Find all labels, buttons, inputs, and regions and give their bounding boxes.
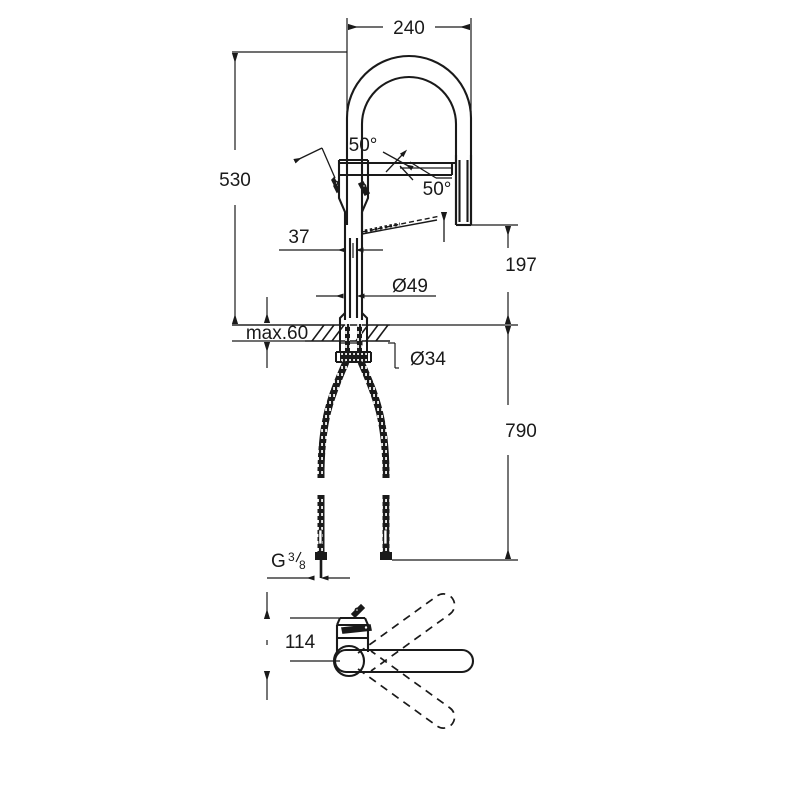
plan-view-spout-dashed-upper: [357, 593, 456, 672]
dimension-label-shank-diameter: Ø34: [410, 349, 446, 370]
dimension-label-spout-reach: 240: [393, 18, 425, 39]
plan-view-handle-lever: [341, 603, 372, 634]
shank-thread-texture: [340, 324, 368, 361]
supply-hose-left: [315, 360, 350, 578]
mounting-shank: [335, 324, 372, 363]
pullout-hose-indicator: [361, 215, 441, 235]
dimension-label-thread-denominator: 8: [299, 558, 306, 572]
lever-arm: [339, 161, 457, 177]
spout-arch: [345, 54, 473, 232]
dimension-label-thread-letter: G: [271, 551, 286, 572]
dimension-label-thread-numerator: 3: [288, 550, 295, 564]
angle-annotation-lower: [385, 149, 452, 179]
dimension-spout-height: [390, 224, 518, 326]
dimension-plan-offset: [263, 592, 350, 700]
angle-label-upper: 50°: [349, 135, 378, 156]
dimension-label-counter-thickness: max.60: [246, 323, 308, 344]
dimension-shank-diameter: [340, 340, 399, 369]
dimension-label-column-diameter: Ø49: [392, 276, 428, 297]
dimension-handle-offset: [279, 243, 383, 258]
dimension-hose-length: [392, 326, 518, 561]
dimension-label-handle-offset: 37: [288, 227, 309, 248]
supply-hose-right: [357, 360, 392, 560]
lever-handle-detail-center: [357, 180, 371, 197]
plan-view-spout-solid: [334, 648, 474, 674]
fraction-slash: [295, 551, 302, 563]
angle-label-lower: 50°: [423, 179, 452, 200]
leader-arrow-neck: [293, 147, 336, 179]
plan-view-spout-dashed-lower: [357, 650, 456, 729]
dimension-label-hose-length: 790: [505, 421, 537, 442]
dimension-counter-thickness: [232, 297, 305, 368]
spout-outlet: [454, 155, 473, 227]
dimension-spout-reach: [346, 18, 472, 112]
dimension-label-plan-offset: 114: [285, 632, 316, 653]
dimension-label-overall-height: 530: [219, 170, 251, 191]
dimension-label-spout-height: 197: [505, 255, 537, 276]
pullout-hose-braid: [364, 222, 401, 233]
lever-handle-detail: [331, 176, 340, 194]
